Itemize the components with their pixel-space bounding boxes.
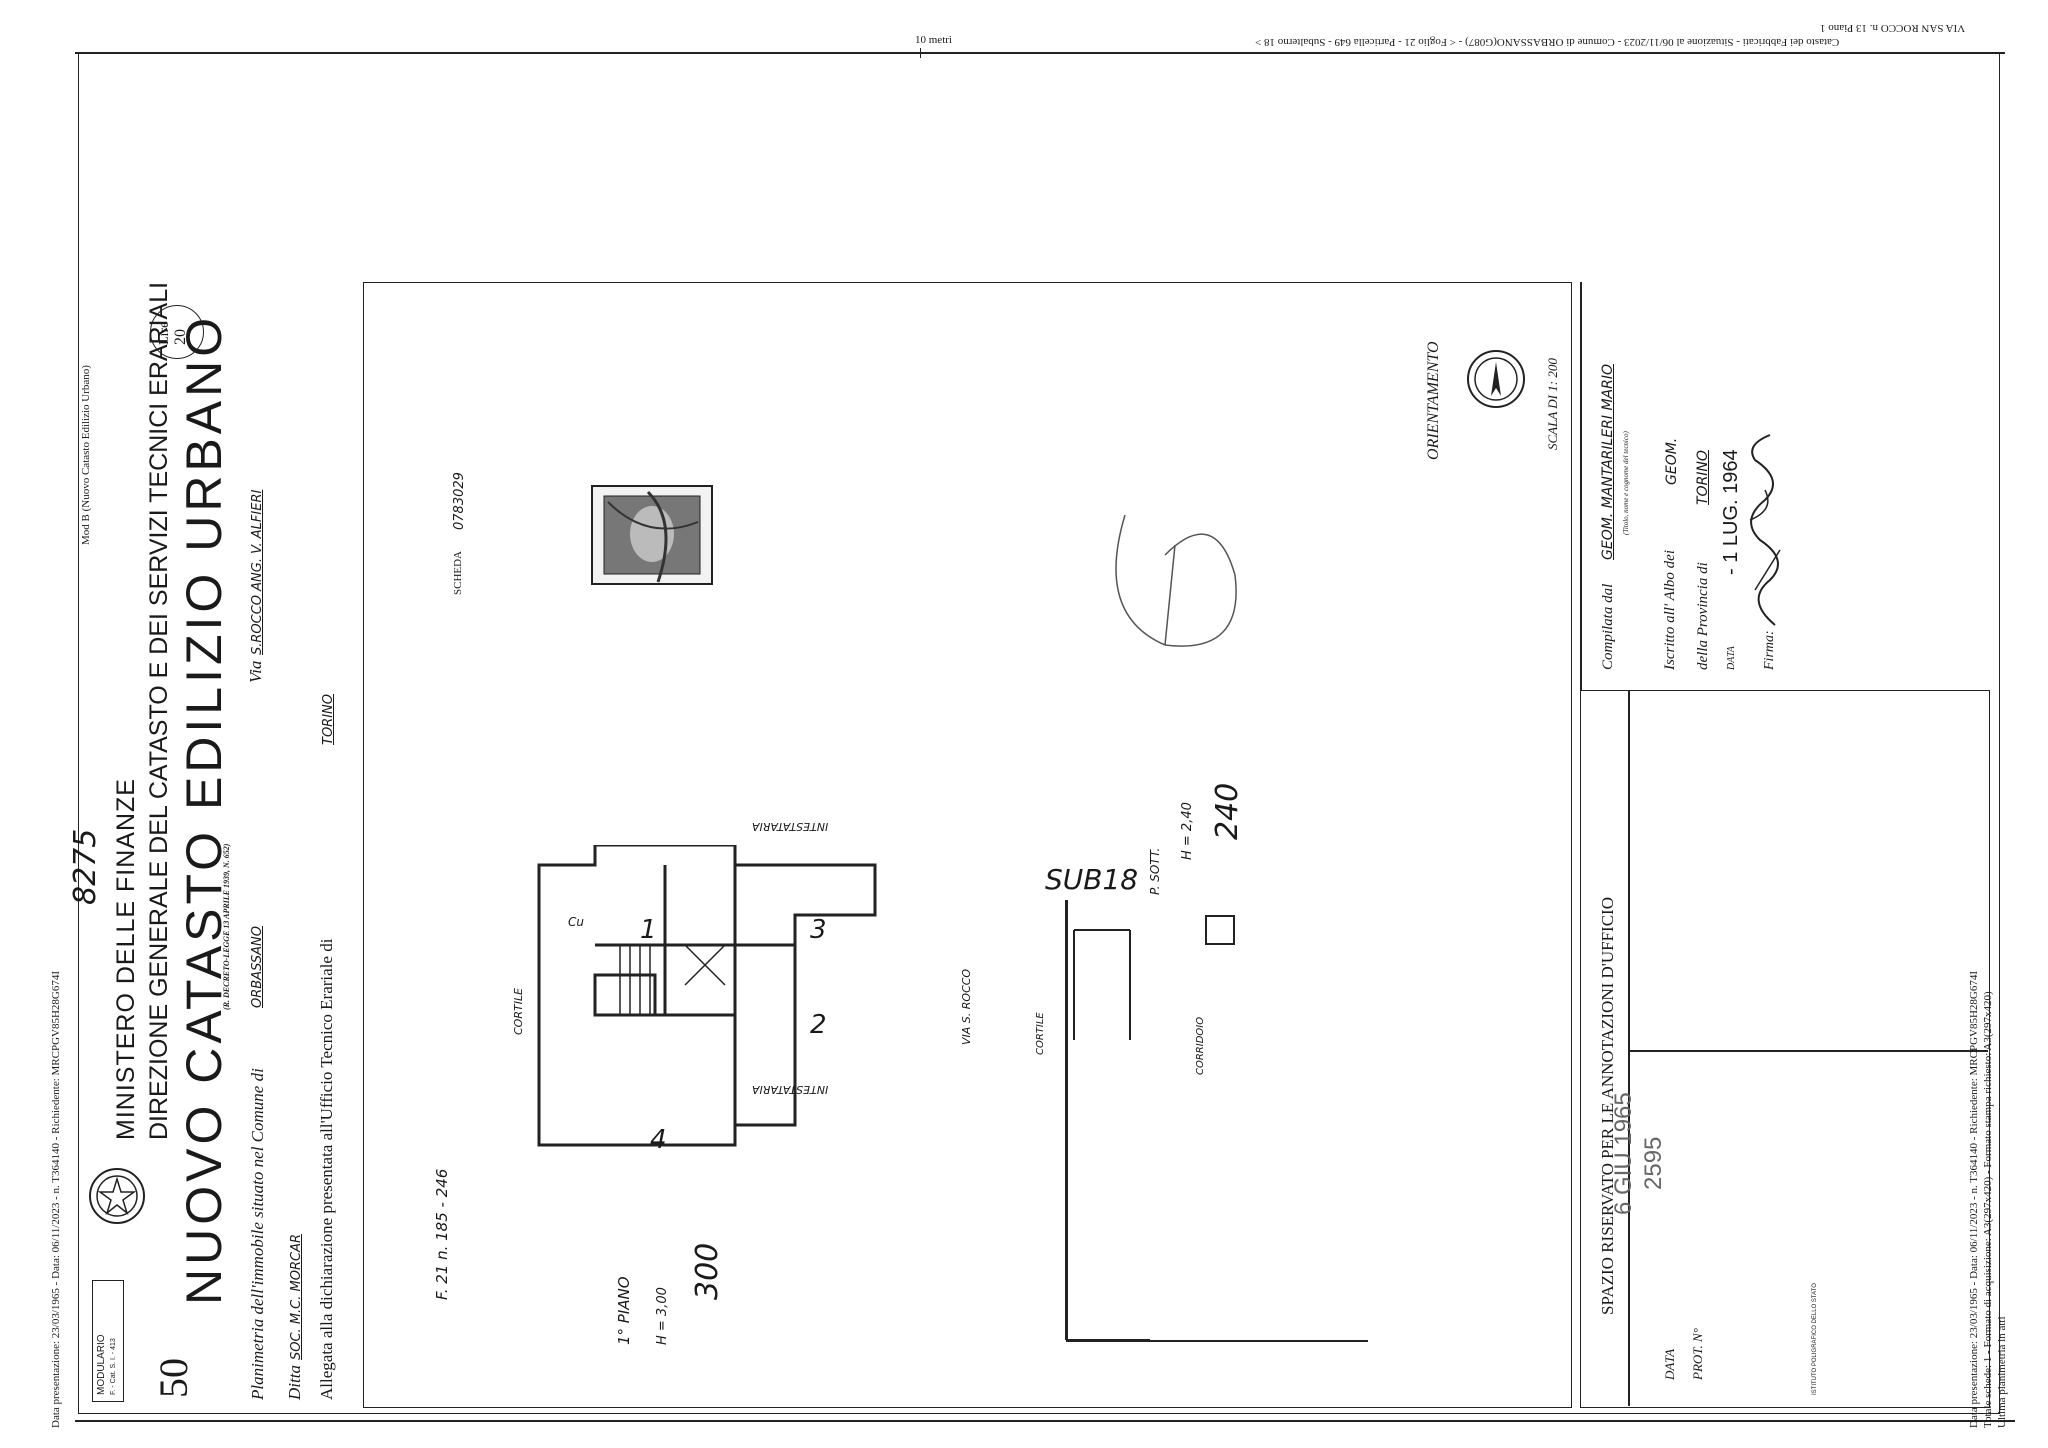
lire-label: Lire bbox=[157, 321, 172, 345]
compilata-value: GEOM. MANTARILERI MARIO bbox=[1600, 363, 1616, 560]
sheet-frame bbox=[78, 52, 2000, 1414]
via-value: S.ROCCO ANG. V. ALFIERI bbox=[250, 489, 265, 655]
office-stamp-number: 2595 bbox=[1640, 1136, 1667, 1190]
attic-square bbox=[1205, 915, 1235, 945]
via-label: Via bbox=[246, 660, 265, 683]
scheda-value: 0783029 bbox=[452, 472, 467, 530]
compass-north-icon bbox=[1465, 348, 1527, 410]
h-first-floor: H = 3,00 bbox=[655, 1287, 670, 1345]
modulario-sub: F. - Cat. S. I. - 413 bbox=[110, 1338, 117, 1395]
h-attic-big: 240 bbox=[1210, 782, 1245, 840]
albo-value: GEOM. bbox=[1664, 437, 1680, 485]
sub-label: SUB18 bbox=[1045, 863, 1139, 896]
form-number: 50 bbox=[151, 1358, 196, 1398]
room-4: 4 bbox=[650, 1125, 667, 1155]
signature-image bbox=[1735, 430, 1795, 630]
ditta-label: Ditta bbox=[285, 1365, 304, 1400]
allegata-label: Allegata alla dichiarazione presentata a… bbox=[317, 938, 336, 1400]
modulario-box bbox=[92, 1280, 124, 1402]
h-first-floor-big: 300 bbox=[690, 1242, 725, 1300]
revenue-stamp-image bbox=[588, 482, 718, 588]
scala-label: SCALA DI 1: 200 bbox=[1545, 358, 1560, 450]
scheda-label: SCHEDA bbox=[452, 550, 464, 595]
office-box bbox=[1580, 690, 1990, 1408]
p-sott-label: P. SOTT. bbox=[1148, 847, 1162, 895]
office-data-label: DATA bbox=[1662, 1348, 1677, 1380]
printer-label: ISTITUTO POLIGRAFICO DELLO STATO bbox=[1812, 1283, 1818, 1395]
cu-label: Cu bbox=[568, 915, 584, 929]
lire-seal bbox=[150, 305, 204, 359]
intestataria-label-1: INTESTATARIA bbox=[752, 1083, 829, 1096]
compilata-label: Compilata dal bbox=[1600, 583, 1616, 670]
foglio-label: F. 21 n. 185 - 246 bbox=[433, 1168, 451, 1300]
scale-tick bbox=[920, 48, 921, 58]
ministry-line: MINISTERO DELLE FINANZE bbox=[112, 778, 140, 1140]
office-stamp-date: 6 GIU 1965 bbox=[1610, 1092, 1637, 1215]
scale-label: 10 metri bbox=[915, 34, 952, 46]
room-2: 3 bbox=[810, 915, 827, 945]
modulario-label: MODULARIO bbox=[96, 1334, 107, 1395]
handwritten-number: 8275 bbox=[68, 828, 103, 905]
pencil-scribble bbox=[1105, 495, 1255, 665]
lire-value: 20 bbox=[172, 329, 189, 345]
room-3: 2 bbox=[810, 1010, 827, 1040]
ditta-value: SOC. M.C. MORCAR bbox=[289, 1233, 304, 1360]
intestataria-label-2: INTESTATARIA bbox=[752, 820, 829, 833]
left-margin-text: Data presentazione: 23/03/1965 - Data: 0… bbox=[50, 970, 62, 1428]
office-inner-rule bbox=[1628, 1050, 1988, 1052]
data-label: DATA bbox=[1726, 646, 1737, 670]
via-s-rocco-label: VIA S. ROCCO bbox=[960, 968, 973, 1045]
top-header: Catasto dei Fabbricati - Situazione al 0… bbox=[1255, 36, 1840, 48]
corridoio-label: CORRIDOIO bbox=[1195, 1016, 1206, 1075]
compilata-hint: (Titolo, nome e cognome del tecnico) bbox=[1622, 431, 1630, 535]
mod-b-label: Mod B (Nuovo Catasto Edilizio Urbano) bbox=[80, 365, 92, 545]
ufficio-value: TORINO bbox=[321, 694, 336, 745]
plan-frame bbox=[363, 282, 1572, 1408]
attic-outline bbox=[1066, 900, 1368, 1342]
floor-plan-first-floor bbox=[535, 843, 915, 1165]
cortile-label-2: CORTILE bbox=[1035, 1012, 1046, 1055]
office-divider bbox=[1628, 690, 1630, 1406]
h-attic: H = 2,40 bbox=[1180, 802, 1195, 860]
room-1: 1 bbox=[640, 915, 657, 945]
decree-line: (R. DECRETO-LEGGE 13 APRILE 1939, N. 652… bbox=[222, 843, 231, 1010]
form-title: NUOVO CATASTO EDILIZIO URBANO bbox=[176, 313, 232, 1305]
provincia-value: TORINO bbox=[1695, 450, 1711, 505]
sheet-bottom-rule bbox=[75, 1420, 2015, 1422]
office-prot-label: PROT. N° bbox=[1690, 1328, 1705, 1380]
comune-value: ORBASSANO bbox=[250, 926, 265, 1008]
planimetria-label: Planimetria dell'immobile situato nel Co… bbox=[248, 1068, 267, 1400]
firma-label: Firma: bbox=[1762, 630, 1777, 670]
piano-label: 1° PIANO bbox=[615, 1276, 633, 1345]
top-header-address: VIA SAN ROCCO n. 13 Piano 1 bbox=[1820, 22, 1966, 34]
provincia-label: della Provincia di bbox=[1695, 562, 1711, 670]
right-margin-line-3: Ultima planimetria in atti bbox=[1996, 1316, 2008, 1429]
compiler-box-top bbox=[1580, 282, 1582, 690]
direction-line: DIREZIONE GENERALE DEL CATASTO E DEI SER… bbox=[145, 281, 173, 1140]
orientamento-label: ORIENTAMENTO bbox=[1425, 341, 1442, 460]
state-emblem-icon bbox=[86, 1165, 148, 1227]
cortile-label: CORTILE bbox=[512, 987, 525, 1035]
albo-label: Iscritto all' Albo dei bbox=[1662, 549, 1678, 670]
